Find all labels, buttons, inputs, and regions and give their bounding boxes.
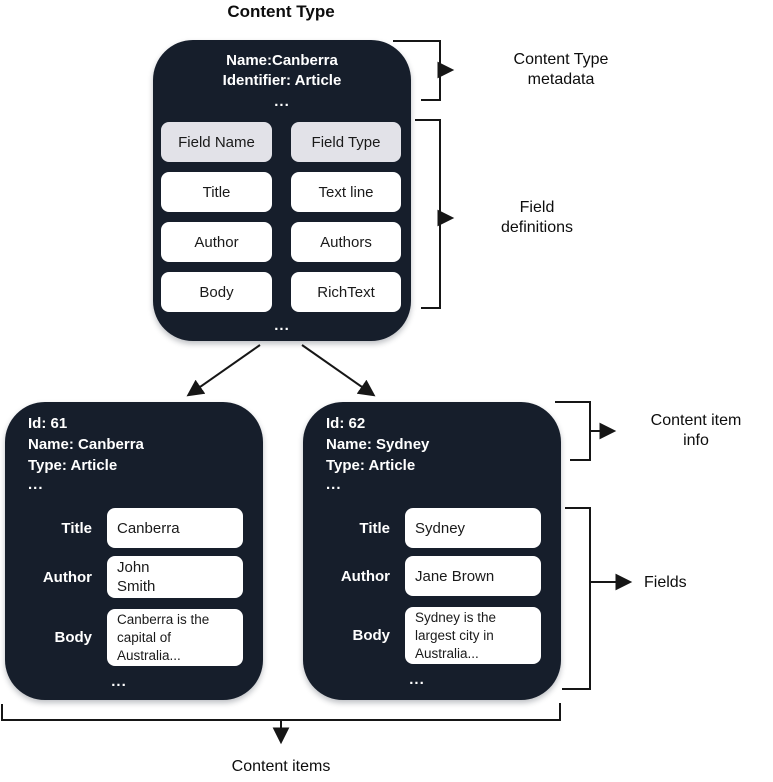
field-label: Author — [340, 567, 390, 585]
field-value: Sydney is the largest city in Australia.… — [405, 607, 541, 664]
content-item-box-sydney: Id: 62 Name: Sydney Type: Article ... Ti… — [303, 402, 561, 700]
item-fields: Title Canberra Author John Smith Body Ca… — [5, 508, 263, 666]
field-row-body: Body Sydney is the largest city in Austr… — [303, 607, 561, 664]
label-content-item-info: Content item info — [650, 412, 742, 449]
field-label: Body — [352, 627, 391, 644]
field-value: Sydney — [405, 508, 541, 548]
field-label: Title — [359, 519, 390, 537]
ellipsis: ... — [274, 93, 290, 110]
field-type-cell: Authors — [291, 222, 401, 262]
content-item-info-block: Id: 61 Name: Canberra Type: Article ... — [5, 402, 263, 492]
diagram-title: Content Type — [227, 2, 335, 21]
content-type-metadata-block: Name:Canberra Identifier: Article ... — [153, 51, 411, 109]
bracket-field-definitions — [415, 119, 441, 309]
ellipsis: ... — [326, 476, 342, 493]
bracket-content-items — [1, 703, 561, 721]
field-row-author: Author Jane Brown — [303, 556, 561, 596]
ellipsis: ... — [28, 476, 44, 493]
field-value: Canberra is the capital of Australia... — [107, 609, 243, 666]
field-label: Author — [42, 568, 92, 586]
ellipsis: ... — [409, 671, 425, 688]
item-id: Id: 61 — [28, 415, 68, 432]
field-definitions-grid: Field Name Field Type Title Text line Au… — [153, 122, 411, 312]
item-name: Name: Sydney — [326, 436, 430, 453]
field-name-cell: Title — [161, 172, 272, 212]
field-label: Title — [61, 519, 92, 537]
field-type-cell: RichText — [291, 272, 401, 312]
field-row-body: Body Canberra is the capital of Australi… — [5, 609, 263, 666]
ellipsis: ... — [274, 317, 290, 334]
item-type: Type: Article — [28, 457, 118, 474]
label-content-type-metadata: Content Type metadata — [513, 51, 609, 88]
item-fields: Title Sydney Author Jane Brown Body Sydn… — [303, 508, 561, 664]
content-type-box: Name:Canberra Identifier: Article ... Fi… — [153, 40, 411, 341]
bracket-fields — [562, 507, 591, 690]
field-name-header-cell: Field Name — [161, 122, 272, 162]
field-name-cell: Body — [161, 272, 272, 312]
field-value: Canberra — [107, 508, 243, 548]
label-content-items: Content items — [231, 758, 331, 775]
item-id: Id: 62 — [326, 415, 366, 432]
label-fields: Fields — [644, 574, 687, 591]
field-row-title: Title Sydney — [303, 508, 561, 548]
content-type-name: Name:Canberra — [226, 52, 338, 69]
ellipsis: ... — [111, 673, 127, 690]
item-name: Name: Canberra — [28, 436, 144, 453]
arrow-to-item-sydney — [301, 344, 376, 397]
label-field-definitions: Field definitions — [500, 199, 574, 236]
field-name-cell: Author — [161, 222, 272, 262]
field-value: Jane Brown — [405, 556, 541, 596]
arrow-to-item-canberra — [186, 344, 261, 397]
field-type-header-cell: Field Type — [291, 122, 401, 162]
field-row-author: Author John Smith — [5, 556, 263, 598]
field-value: John Smith — [107, 556, 243, 598]
item-type: Type: Article — [326, 457, 416, 474]
content-item-info-block: Id: 62 Name: Sydney Type: Article ... — [303, 402, 561, 492]
field-type-cell: Text line — [291, 172, 401, 212]
content-item-box-canberra: Id: 61 Name: Canberra Type: Article ... … — [5, 402, 263, 700]
content-type-identifier: Identifier: Article — [222, 72, 342, 89]
field-label: Body — [54, 629, 93, 646]
field-row-title: Title Canberra — [5, 508, 263, 548]
